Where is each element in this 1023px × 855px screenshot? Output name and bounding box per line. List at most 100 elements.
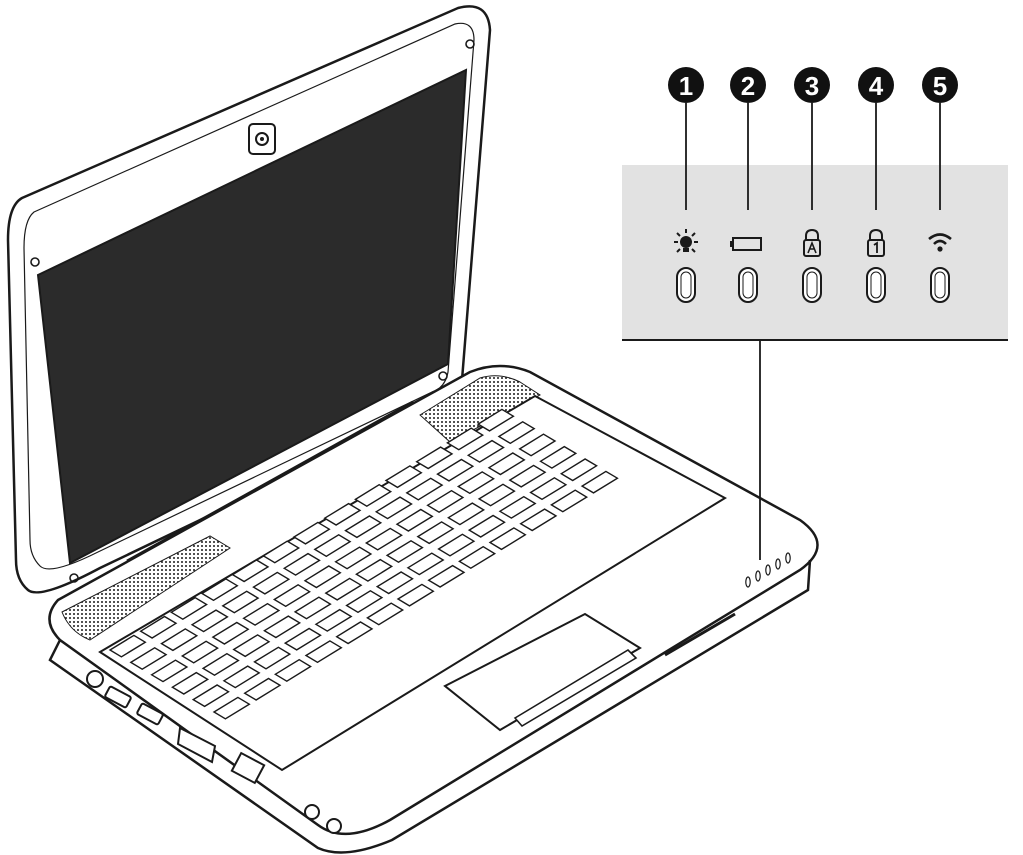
keyboard-key xyxy=(252,571,291,595)
keyboard-key xyxy=(427,564,466,588)
usb-port xyxy=(136,702,164,726)
speaker-grille-left xyxy=(61,535,231,641)
keyboard-key xyxy=(375,571,414,595)
usb-port xyxy=(104,685,132,709)
keyboard-key xyxy=(304,640,343,664)
keyboard-key xyxy=(518,433,557,457)
keyboard-key xyxy=(303,565,342,589)
keyboard-key xyxy=(272,583,311,608)
callout-number: 4 xyxy=(869,71,884,101)
keyboard-key xyxy=(550,489,589,513)
callout-item-3: 3 xyxy=(794,67,830,303)
laptop-base xyxy=(48,364,819,854)
keyboard-key xyxy=(385,539,424,564)
keyboard-key xyxy=(273,658,312,683)
keyboard-key xyxy=(467,514,506,538)
indicator-led xyxy=(930,267,950,303)
keyboard-key xyxy=(335,621,374,645)
keyboard-key xyxy=(211,621,250,645)
base-status-led xyxy=(745,576,751,588)
keyboard-key xyxy=(263,615,302,639)
keyboard-key xyxy=(314,608,353,632)
indicator-led-inner xyxy=(934,271,946,299)
keyboard-key xyxy=(559,458,598,482)
keyboard-key xyxy=(282,552,321,576)
callout-number: 2 xyxy=(741,71,755,101)
microphone-jack xyxy=(326,818,342,834)
keyboard-key xyxy=(384,465,423,489)
keyboard-key xyxy=(416,521,455,545)
keyboard-key xyxy=(580,470,619,494)
keyboard-key xyxy=(201,652,240,677)
screw-icon xyxy=(30,257,40,267)
keyboard-key xyxy=(477,483,516,507)
keyboard-key xyxy=(354,483,393,508)
callout-item-5: 5 xyxy=(922,67,958,303)
keyboard-key xyxy=(355,558,394,582)
keyboard-key xyxy=(519,508,558,532)
base-status-led xyxy=(755,570,761,582)
keyboard-key xyxy=(539,445,578,469)
screw-icon xyxy=(438,371,448,381)
keyboard-key xyxy=(242,602,281,626)
keyboard-key xyxy=(447,502,486,526)
keyboard-key xyxy=(212,696,251,720)
callout-number-badge: 2 xyxy=(730,67,766,103)
keyboard-key xyxy=(498,495,537,519)
indicator-callout: 1 2 3 4 5 xyxy=(622,67,1008,560)
keyboard-key xyxy=(180,640,219,664)
indicator-led-inner xyxy=(742,271,754,299)
battery-icon xyxy=(730,237,762,251)
keyboard-key xyxy=(345,589,384,614)
keyboard-key xyxy=(426,489,465,514)
keyboard-key xyxy=(405,477,444,501)
keyboard-key xyxy=(191,684,230,708)
keyboard-key xyxy=(139,615,178,639)
indicator-led-inner xyxy=(806,271,818,299)
keyboard-key xyxy=(292,521,331,545)
callout-number: 3 xyxy=(805,71,819,101)
side-ports xyxy=(86,670,342,834)
keyboard-key xyxy=(456,471,495,495)
indicator-led-inner xyxy=(870,271,882,299)
indicator-led-inner xyxy=(680,271,692,299)
keyboard-key xyxy=(169,596,208,621)
power-light-icon xyxy=(674,229,698,253)
keyboard-key xyxy=(458,545,497,570)
speaker-grille-right xyxy=(419,375,541,443)
keyboard-key xyxy=(497,420,536,445)
keyboard-key xyxy=(487,452,526,476)
keyboard-key xyxy=(395,508,434,532)
indicator-led xyxy=(866,267,886,303)
callout-number-badge: 3 xyxy=(794,67,830,103)
indicator-led xyxy=(676,267,696,303)
callout-number: 1 xyxy=(679,71,693,101)
card-reader-slot xyxy=(664,612,736,657)
keyboard-key xyxy=(190,609,229,633)
screw-icon xyxy=(69,573,79,583)
touchpad-surface xyxy=(443,612,642,732)
keyboard-key xyxy=(150,659,189,683)
indicator-led xyxy=(738,267,758,303)
lan-port xyxy=(230,751,266,785)
keyboard-key xyxy=(488,527,527,551)
base-status-led xyxy=(785,552,791,564)
keyboard-key xyxy=(262,540,301,564)
keyboard-key xyxy=(129,646,168,671)
keyboard-key xyxy=(437,533,476,557)
callout-number: 5 xyxy=(933,71,947,101)
base-status-led xyxy=(775,558,781,570)
callout-item-1: 1 xyxy=(668,67,704,303)
keyboard-key xyxy=(508,464,547,488)
keyboard-key xyxy=(160,628,199,652)
caps-lock-icon xyxy=(803,228,821,257)
lid-inner-edge xyxy=(23,22,475,570)
screw-icon xyxy=(465,39,475,49)
keyboard-key xyxy=(436,458,475,482)
keyboard-key xyxy=(406,552,445,576)
keyboard-key xyxy=(324,577,363,601)
keyboard-key xyxy=(415,446,454,470)
callout-item-2: 2 xyxy=(730,67,766,303)
keyboard-key xyxy=(293,596,332,620)
